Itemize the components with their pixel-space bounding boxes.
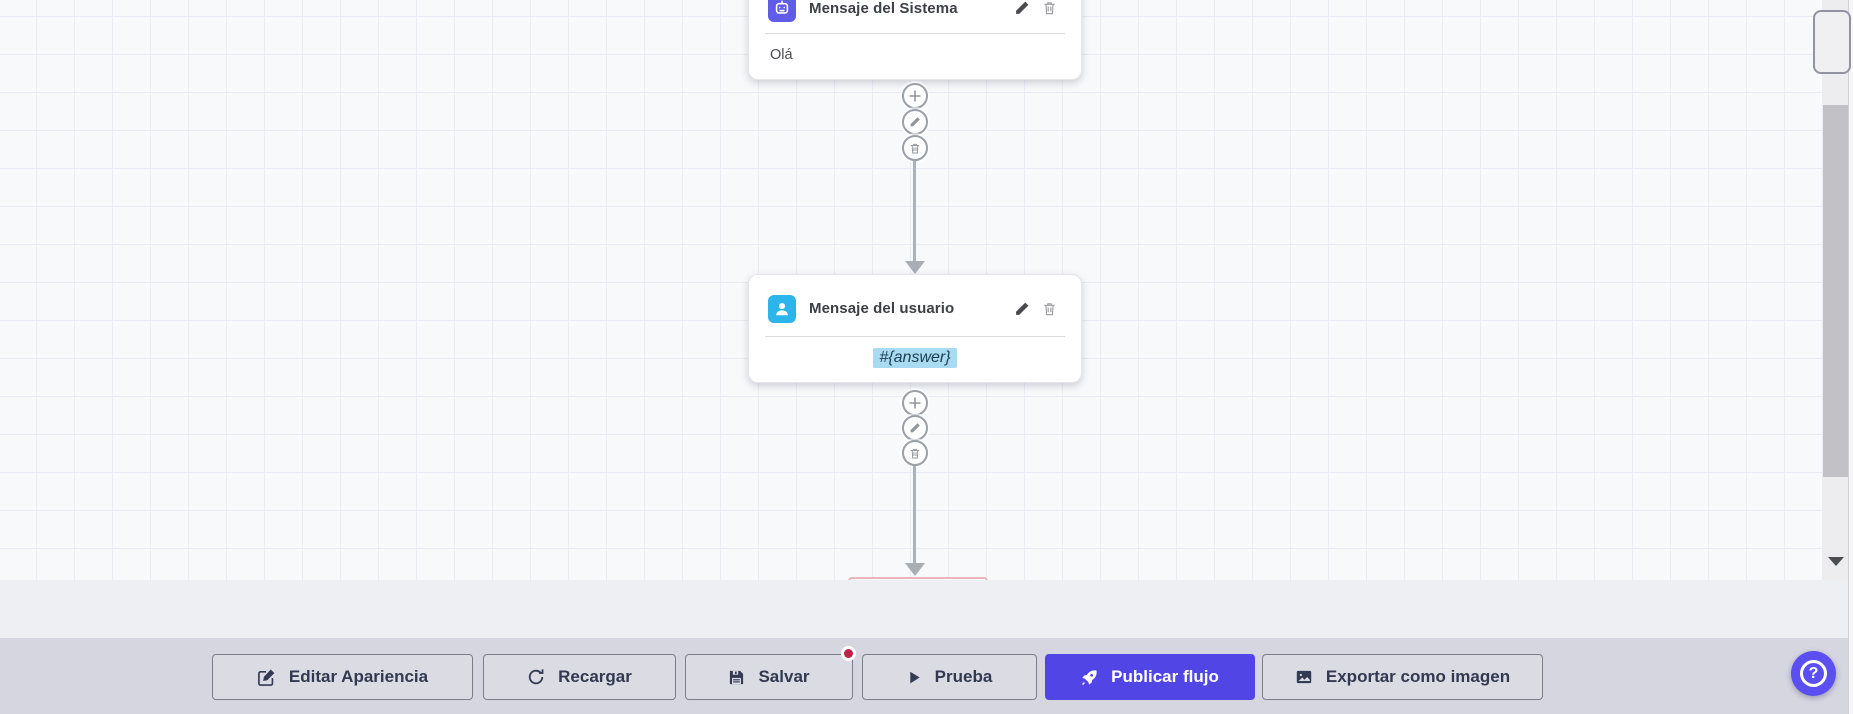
node-header: Mensaje del usuario bbox=[749, 275, 1081, 336]
export-image-button[interactable]: Exportar como imagen bbox=[1262, 654, 1543, 700]
answer-variable-chip[interactable]: #{answer} bbox=[873, 348, 957, 368]
unsaved-changes-badge bbox=[841, 646, 856, 661]
scrollbar-down-arrow-icon[interactable] bbox=[1828, 557, 1844, 566]
test-button[interactable]: Prueba bbox=[862, 654, 1037, 700]
robot-icon bbox=[768, 0, 796, 22]
minimap-panel bbox=[1813, 10, 1851, 74]
reload-button[interactable]: Recargar bbox=[483, 654, 676, 700]
next-node-peek bbox=[848, 577, 988, 581]
edit-node-icon[interactable] bbox=[1014, 301, 1030, 317]
button-label: Publicar flujo bbox=[1111, 667, 1219, 686]
delete-connection-button[interactable] bbox=[902, 135, 928, 161]
button-label: Editar Apariencia bbox=[288, 667, 429, 686]
rocket-icon bbox=[1081, 669, 1098, 686]
question-mark-icon: ? bbox=[1800, 660, 1827, 687]
canvas-scrollbar-thumb[interactable] bbox=[1823, 105, 1848, 477]
edit-node-icon[interactable] bbox=[1014, 0, 1030, 16]
connector-line bbox=[913, 161, 916, 261]
save-icon bbox=[728, 669, 745, 686]
node-title: Mensaje del Sistema bbox=[809, 0, 958, 17]
edit-connection-button[interactable] bbox=[902, 109, 928, 135]
button-label: Salvar bbox=[758, 667, 810, 686]
flow-canvas[interactable]: Mensaje del Sistema Olá bbox=[0, 0, 1853, 581]
node-user-message[interactable]: Mensaje del usuario #{answer} bbox=[748, 274, 1082, 383]
edit-appearance-icon bbox=[257, 668, 276, 687]
page-scrollbar-edge bbox=[1848, 0, 1853, 714]
save-button[interactable]: Salvar bbox=[685, 654, 853, 700]
help-button[interactable]: ? bbox=[1791, 651, 1836, 696]
node-body-text: Olá bbox=[770, 47, 793, 63]
node-system-message[interactable]: Mensaje del Sistema Olá bbox=[748, 0, 1082, 80]
add-step-button[interactable] bbox=[902, 83, 928, 109]
user-icon bbox=[768, 294, 796, 323]
delete-node-icon[interactable] bbox=[1042, 0, 1057, 16]
edit-connection-button[interactable] bbox=[902, 415, 928, 441]
delete-node-icon[interactable] bbox=[1042, 301, 1057, 317]
delete-connection-button[interactable] bbox=[902, 440, 928, 466]
image-icon bbox=[1295, 668, 1313, 686]
edit-appearance-button[interactable]: Editar Apariencia bbox=[212, 654, 473, 700]
node-divider bbox=[765, 33, 1065, 34]
add-step-button[interactable] bbox=[902, 390, 928, 416]
node-header: Mensaje del Sistema bbox=[749, 0, 1081, 33]
button-label: Exportar como imagen bbox=[1325, 667, 1511, 686]
bottom-toolbar: Editar Apariencia Recargar bbox=[0, 638, 1853, 714]
button-label: Prueba bbox=[934, 667, 993, 686]
publish-flow-button[interactable]: Publicar flujo bbox=[1045, 654, 1255, 700]
canvas-footer-strip bbox=[0, 580, 1853, 638]
connector-arrowhead bbox=[905, 563, 925, 576]
node-title: Mensaje del usuario bbox=[809, 300, 955, 317]
node-divider bbox=[765, 336, 1065, 337]
connector-line bbox=[913, 466, 916, 563]
refresh-icon bbox=[527, 668, 545, 686]
button-label: Recargar bbox=[558, 667, 632, 686]
connector-arrowhead bbox=[905, 261, 925, 274]
play-icon bbox=[907, 670, 922, 685]
